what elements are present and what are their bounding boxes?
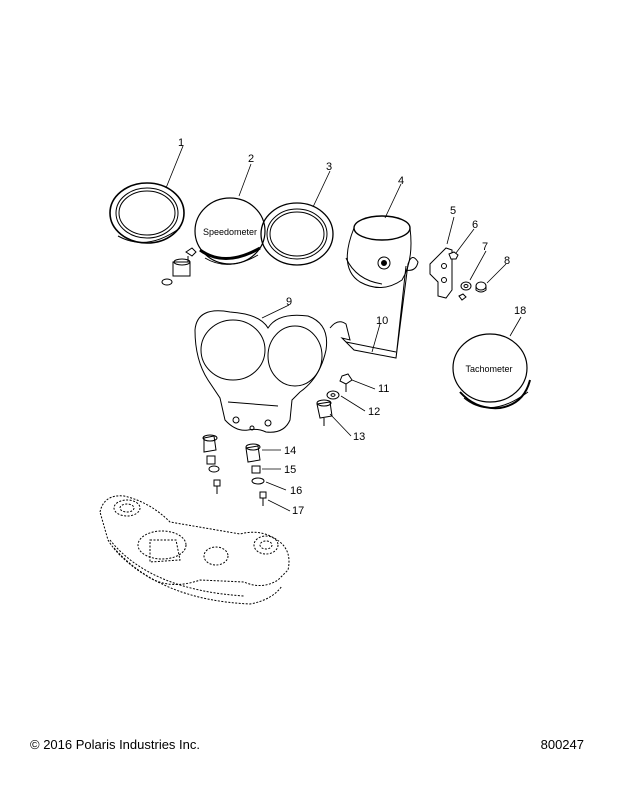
part-11-screw <box>339 373 353 392</box>
part-14-grommet <box>202 434 261 463</box>
callout-8: 8 <box>504 255 510 267</box>
part-5-mounting-bracket <box>429 247 453 299</box>
part-18-tachometer <box>452 333 531 410</box>
callout-4: 4 <box>398 175 404 187</box>
callout-17: 17 <box>292 505 304 517</box>
part-1-bezel-ring <box>109 182 185 244</box>
callout-2: 2 <box>248 153 254 165</box>
isolator-left <box>161 247 197 286</box>
callout-12: 12 <box>368 406 380 418</box>
callout-10: 10 <box>376 315 388 327</box>
part-9-dual-gauge-bracket <box>194 310 328 433</box>
callout-3: 3 <box>326 161 332 173</box>
part-3-gasket-ring <box>260 202 334 266</box>
callout-18: 18 <box>514 305 526 317</box>
callout-13: 13 <box>353 431 365 443</box>
part-4-gauge-housing <box>345 215 412 288</box>
callout-numbers: 1 2 3 4 5 6 7 8 9 10 11 12 13 14 15 16 1… <box>178 137 526 517</box>
callout-16: 16 <box>290 485 302 497</box>
part-13-isolator <box>316 399 333 426</box>
speedometer-label: Speedometer <box>203 227 257 237</box>
part-15-spacer <box>206 455 261 474</box>
triple-clamp-reference <box>99 495 290 605</box>
copyright-notice: © 2016 Polaris Industries Inc. <box>30 737 200 752</box>
tachometer-label: Tachometer <box>465 364 512 374</box>
part-12-washer <box>326 390 340 400</box>
leader-lines <box>165 145 522 512</box>
callout-1: 1 <box>178 137 184 149</box>
part-17-bolt <box>213 479 267 506</box>
callout-14: 14 <box>284 445 296 457</box>
callout-7: 7 <box>482 241 488 253</box>
part-7-washer <box>458 281 472 301</box>
callout-9: 9 <box>286 296 292 308</box>
part-2-speedometer <box>194 197 266 265</box>
callout-15: 15 <box>284 464 296 476</box>
part-16-washer <box>208 465 265 485</box>
callout-5: 5 <box>450 205 456 217</box>
part-10-wire-clip <box>329 257 419 359</box>
part-8-screw <box>475 281 487 293</box>
part-6-nut <box>448 251 459 260</box>
callout-6: 6 <box>472 219 478 231</box>
drawing-number: 800247 <box>540 737 584 752</box>
callout-11: 11 <box>378 383 389 395</box>
